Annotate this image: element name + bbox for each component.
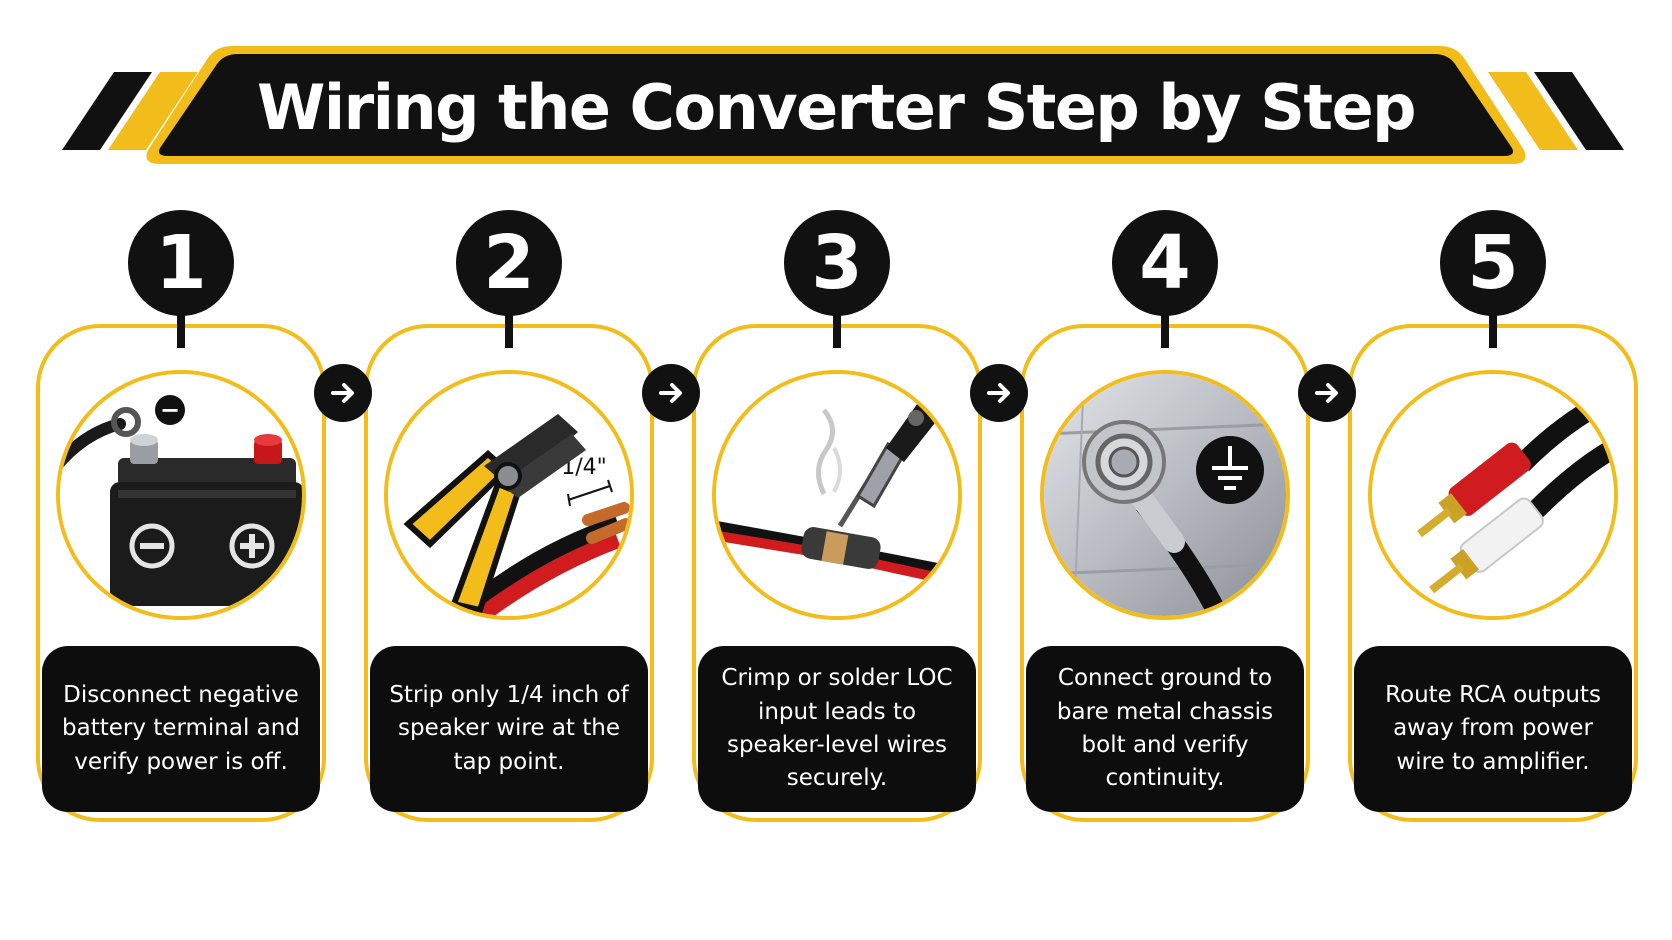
arrow-marker (642, 364, 700, 422)
step-3: 3 Crimp or solder LOC input leads to spe… (692, 210, 982, 830)
step-illustration (1040, 370, 1290, 620)
step-illustration: − (56, 370, 306, 620)
step-caption: Route RCA outputs away from power wire t… (1354, 646, 1632, 812)
step-caption: Disconnect negative battery terminal and… (42, 646, 320, 812)
step-1: 1 − Disconnect negative battery term (36, 210, 326, 830)
step-connector (177, 306, 185, 348)
arrow-right-icon (331, 383, 354, 403)
page-title: Wiring the Converter Step by Step (256, 70, 1417, 144)
arrow-right-icon (987, 383, 1010, 403)
step-5: 5 Route RCA outputs away from power wire… (1348, 210, 1638, 830)
banner-graphic (62, 46, 1624, 164)
svg-text:−: − (160, 396, 180, 424)
arrow-marker (970, 364, 1028, 422)
arrow-right-icon (1315, 383, 1338, 403)
arrow-right-icon (659, 383, 682, 403)
battery-icon: − (60, 374, 302, 616)
step-illustration (712, 370, 962, 620)
step-connector (1489, 306, 1497, 348)
step-4: 4 (1020, 210, 1310, 830)
step-number-badge: 3 (784, 210, 890, 316)
arrow-marker (314, 364, 372, 422)
step-caption: Crimp or solder LOC input leads to speak… (698, 646, 976, 812)
step-number-badge: 5 (1440, 210, 1546, 316)
arrow-marker (1298, 364, 1356, 422)
step-number-badge: 1 (128, 210, 234, 316)
step-caption: Strip only 1/4 inch of speaker wire at t… (370, 646, 648, 812)
step-number-badge: 4 (1112, 210, 1218, 316)
ground-bolt-icon (1044, 374, 1286, 616)
step-illustration (1368, 370, 1618, 620)
step-connector (1161, 306, 1169, 348)
title-banner: Wiring the Converter Step by Step (0, 0, 1672, 180)
rca-cables-icon (1372, 374, 1614, 616)
step-caption: Connect ground to bare metal chassis bol… (1026, 646, 1304, 812)
wire-stripper-icon: 1/4" (388, 374, 630, 616)
step-illustration: 1/4" (384, 370, 634, 620)
step-connector (505, 306, 513, 348)
soldering-iron-icon (716, 374, 958, 616)
step-number-badge: 2 (456, 210, 562, 316)
step-2: 2 1/4" Strip only 1/4 inch of speaker wi… (364, 210, 654, 830)
step-connector (833, 306, 841, 348)
